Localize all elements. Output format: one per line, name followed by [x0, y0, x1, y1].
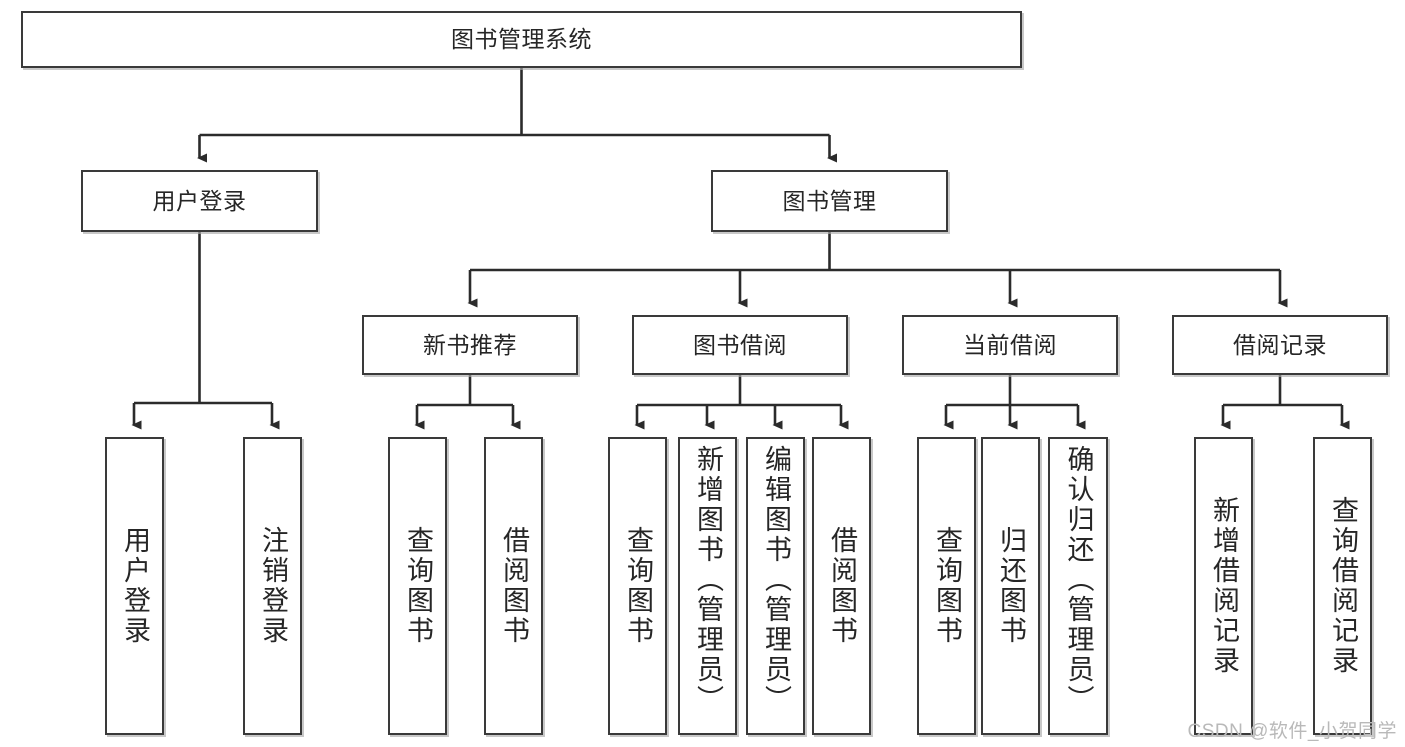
node-label: 新增图书（管理员） — [693, 445, 723, 715]
node-leaf-query-record[interactable]: 查询借阅记录 — [1313, 437, 1372, 735]
node-label: 新增借阅记录 — [1209, 496, 1239, 676]
node-leaf-logout[interactable]: 注销登录 — [243, 437, 302, 735]
node-new-book-rec[interactable]: 新书推荐 — [362, 315, 578, 375]
node-label: 用户登录 — [120, 526, 150, 646]
node-leaf-return-book[interactable]: 归还图书 — [981, 437, 1040, 735]
node-user-login[interactable]: 用户登录 — [81, 170, 318, 232]
node-label: 编辑图书（管理员） — [761, 445, 791, 715]
node-label: 查询图书 — [932, 526, 962, 646]
node-current-borrow[interactable]: 当前借阅 — [902, 315, 1118, 375]
node-label: 图书管理 — [782, 187, 877, 214]
node-leaf-query-book-3[interactable]: 查询图书 — [917, 437, 976, 735]
node-leaf-add-book[interactable]: 新增图书（管理员） — [678, 437, 737, 735]
node-leaf-query-book-1[interactable]: 查询图书 — [388, 437, 447, 735]
node-label: 新书推荐 — [423, 331, 517, 358]
node-label: 归还图书 — [996, 526, 1026, 646]
node-book-manage[interactable]: 图书管理 — [711, 170, 948, 232]
node-label: 借阅图书 — [499, 526, 529, 646]
node-label: 用户登录 — [152, 187, 247, 214]
node-book-borrow[interactable]: 图书借阅 — [632, 315, 848, 375]
node-label: 确认归还（管理员） — [1063, 445, 1094, 715]
node-leaf-user-login[interactable]: 用户登录 — [105, 437, 164, 735]
node-label: 借阅记录 — [1233, 331, 1327, 358]
node-label: 查询图书 — [403, 526, 433, 646]
node-label: 图书管理系统 — [451, 26, 592, 53]
node-leaf-confirm-return[interactable]: 确认归还（管理员） — [1048, 437, 1108, 735]
node-leaf-add-record[interactable]: 新增借阅记录 — [1194, 437, 1253, 735]
node-leaf-query-book-2[interactable]: 查询图书 — [608, 437, 667, 735]
node-label: 查询借阅记录 — [1328, 496, 1358, 676]
node-leaf-edit-book[interactable]: 编辑图书（管理员） — [746, 437, 805, 735]
node-root[interactable]: 图书管理系统 — [21, 11, 1022, 68]
node-label: 注销登录 — [258, 526, 288, 646]
csdn-watermark: CSDN @软件_小贺同学 — [1187, 721, 1397, 742]
node-borrow-record[interactable]: 借阅记录 — [1172, 315, 1388, 375]
node-leaf-borrow-book-1[interactable]: 借阅图书 — [484, 437, 543, 735]
node-label: 借阅图书 — [827, 526, 857, 646]
node-leaf-borrow-book-2[interactable]: 借阅图书 — [812, 437, 871, 735]
node-label: 当前借阅 — [963, 331, 1057, 358]
node-label: 查询图书 — [623, 526, 653, 646]
node-label: 图书借阅 — [693, 331, 787, 358]
